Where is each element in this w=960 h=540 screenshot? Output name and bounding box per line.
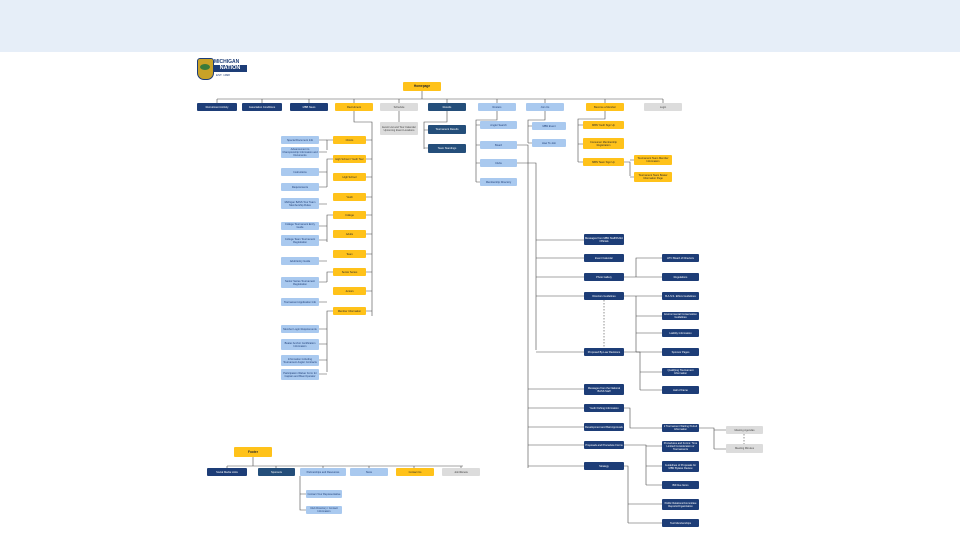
right-national-staff[interactable]: Messages from the National BASS Staff: [584, 384, 624, 395]
right-event-calendar[interactable]: Event Calendar: [584, 254, 624, 262]
right-staff-messages[interactable]: Messages from MBN Staff/Public Officials: [584, 234, 624, 245]
join-how-to-join[interactable]: How To Join: [532, 139, 566, 147]
far-regulations[interactable]: Regulations: [662, 273, 699, 281]
join-mbn-event[interactable]: MBN Event: [532, 122, 566, 130]
logo-line-3: EST. 1998: [216, 73, 230, 77]
far-liability-information[interactable]: Liability Information: [662, 329, 699, 337]
left-college-team-registration[interactable]: College Team Tournament Registration: [281, 235, 319, 246]
left-senior-series-registration[interactable]: Senior Series Tournament Registration: [281, 277, 319, 288]
left-advancement-documents[interactable]: Advancement to Championship Information …: [281, 147, 319, 158]
far-hall-of-fame[interactable]: Hall of Fame: [662, 386, 699, 394]
far-sponsor-pages[interactable]: Sponsor Pages: [662, 348, 699, 356]
recruit-member-information[interactable]: Member Information: [333, 307, 366, 315]
recruit-clinics[interactable]: Clinics: [333, 136, 366, 144]
logo-fish-mark: [200, 64, 210, 70]
far-committee-reports[interactable]: Public Relations/Committee Reports/Organ…: [662, 499, 699, 510]
results-team-standings[interactable]: Team Standings: [428, 144, 466, 153]
logo-line-2: NATION: [213, 65, 247, 72]
right-bylaw-revisions[interactable]: Proposed By-Law Revisions: [584, 348, 624, 356]
rosters-clubs[interactable]: Clubs: [480, 159, 517, 167]
far-qualifying-info[interactable]: Qualifying Tournament Information: [662, 368, 699, 376]
recruit-senior-series[interactable]: Senior Series: [333, 268, 366, 276]
schedule-sub-event-list[interactable]: Event List and Tour Calendar Upcoming Ev…: [380, 122, 418, 135]
nav-login[interactable]: Login: [644, 103, 682, 111]
meeting-agendas[interactable]: Meeting Agendas: [726, 426, 763, 434]
right-youth-fishing[interactable]: Youth Fishing Information: [584, 404, 624, 412]
left-adult-entry-guide[interactable]: Adult Entry Guide: [281, 257, 319, 265]
far-waiting-period[interactable]: 2 Tournament Waiting Period Information: [662, 424, 699, 432]
nav-recruitment[interactable]: Recruitment: [335, 103, 373, 111]
top-banner: [0, 0, 960, 52]
right-strategy[interactable]: Strategy: [584, 462, 624, 470]
left-boater-certification[interactable]: Boater Anchor Certification Information: [281, 339, 319, 350]
nav-recruitment-activity[interactable]: Recruitment Activity: [197, 103, 237, 111]
far-ethics-guidelines[interactable]: B.A.S.S. Ethics Guidelines: [662, 292, 699, 300]
homepage-node[interactable]: Homepage: [403, 82, 441, 91]
results-tournament-results[interactable]: Tournament Results: [428, 125, 466, 134]
recruit-juniors[interactable]: Juniors: [333, 287, 366, 295]
right-bait-approvals[interactable]: Development and Bait Approvals: [584, 423, 624, 431]
rosters-angler-search[interactable]: Angler Search: [480, 121, 517, 129]
footer-contact-us[interactable]: Contact Us: [396, 468, 434, 476]
far-conservation-guidelines[interactable]: Environmental Conservation Guidelines: [662, 312, 699, 320]
footer-social-media[interactable]: Social Media Links: [207, 468, 247, 476]
member-team-boater-info[interactable]: Tournament Team Boater Information Page: [634, 172, 672, 182]
far-time-limited-forms[interactable]: Procedures and Forms: Time Limited Consi…: [662, 441, 699, 452]
nav-join-us[interactable]: Join Us: [526, 103, 564, 111]
left-college-entry-guide[interactable]: College Tournament Entry Guide: [281, 222, 319, 230]
recruit-youth[interactable]: Youth: [333, 193, 366, 201]
footer-sponsors[interactable]: Sponsors: [258, 468, 295, 476]
member-consumer-registration[interactable]: Consumer Membership Registration: [583, 138, 624, 149]
nav-rosters[interactable]: Rosters: [478, 103, 516, 111]
meeting-minutes[interactable]: Meeting Minutes: [726, 444, 763, 453]
nav-become-member[interactable]: Become a Member: [586, 103, 624, 111]
recruit-team[interactable]: Team: [333, 250, 366, 258]
left-requirements[interactable]: Requirements: [281, 183, 319, 191]
left-angler-contracts[interactable]: Information Including Tournament Angler …: [281, 355, 319, 366]
nav-mbb-news[interactable]: MBB News: [290, 103, 328, 111]
nav-association-conditions[interactable]: Association Conditions: [242, 103, 282, 111]
footer-partnerships[interactable]: Partnerships and Resources: [300, 468, 346, 476]
footer-contact-representative[interactable]: Contact Your Representative: [306, 490, 342, 498]
member-youth-signup[interactable]: MBN Youth Sign Up: [583, 121, 624, 129]
michigan-bass-nation-logo[interactable]: MICHIGAN NATION EST. 1998: [197, 58, 251, 80]
far-tool-memberships[interactable]: Tool Memberships: [662, 519, 699, 527]
footer-join-renew[interactable]: Join/Renew: [442, 468, 480, 476]
recruit-hs-youth-tour[interactable]: High School / Youth Tour: [333, 155, 366, 163]
left-instructions[interactable]: Instructions: [281, 168, 319, 176]
recruit-college[interactable]: College: [333, 211, 366, 219]
member-team-member-info[interactable]: Tournament Team Member Information: [634, 155, 672, 165]
footer-club-directory[interactable]: Club Directory / Contact Information: [306, 506, 342, 514]
recruit-adults[interactable]: Adults: [333, 230, 366, 238]
left-tournament-application[interactable]: Tournament Application Info: [281, 298, 319, 306]
far-bill-due-items[interactable]: Bill Due Items: [662, 481, 699, 489]
member-team-signup[interactable]: MBN Team Sign Up: [583, 158, 624, 166]
left-tour-team-rules[interactable]: Michigan BASS Tour Team Membership Rules: [281, 198, 319, 209]
rosters-board[interactable]: Board: [480, 141, 517, 149]
nav-schedule[interactable]: Schedule: [380, 103, 418, 111]
rosters-membership-directory[interactable]: Membership Directory: [480, 178, 517, 186]
right-procedure-forms[interactable]: Proposals and Procedure Forms: [584, 441, 624, 449]
logo-line-1: MICHIGAN: [214, 59, 240, 65]
right-directors-guidelines[interactable]: Directors Guidelines: [584, 292, 624, 300]
left-special-document-info[interactable]: Special Document Info: [281, 136, 319, 144]
left-member-login[interactable]: Member Login Requirements: [281, 325, 319, 333]
far-proposal-guidelines[interactable]: Guidelines of Proposals for MBN Bylaws R…: [662, 461, 699, 472]
footer-node[interactable]: Footer: [234, 447, 272, 457]
left-participation-waiver[interactable]: Participation Waiver Form for Captain an…: [281, 369, 319, 380]
recruit-high-school[interactable]: High School: [333, 173, 366, 181]
nav-results[interactable]: Results: [428, 103, 466, 111]
far-board-of-directors[interactable]: HTC Board of Directors: [662, 254, 699, 262]
right-photo-gallery[interactable]: Photo Gallery: [584, 273, 624, 281]
footer-store[interactable]: Store: [350, 468, 388, 476]
